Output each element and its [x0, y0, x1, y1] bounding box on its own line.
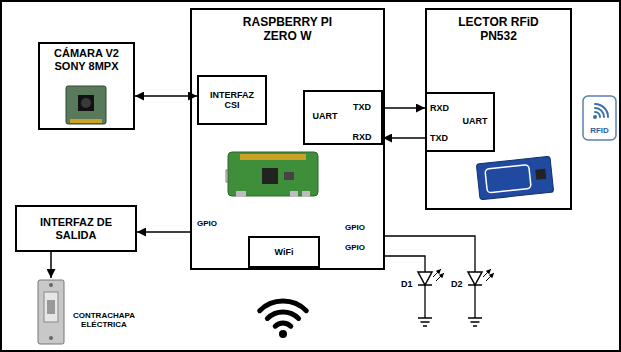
pin-name: GPIO — [345, 243, 379, 252]
camera-box: CÁMARA V2 SONY 8MPX — [38, 42, 135, 130]
connector-arrow — [135, 95, 197, 97]
box-label: TXD — [345, 102, 379, 112]
pn532-chip — [535, 169, 546, 180]
pin-name: GPIO — [345, 223, 379, 232]
box-title: RASPBERRY PI ZERO W — [232, 16, 343, 44]
wifi-symbol-dot — [279, 330, 287, 338]
port — [290, 191, 298, 197]
interface-box: INTERFAZ CSI — [197, 75, 267, 125]
pn532-picture — [476, 156, 553, 200]
box-label: TXD — [430, 133, 460, 143]
screw — [49, 283, 53, 287]
processor-box: RASPBERRY PI ZERO W INTERFAZ CSI UARTTXD RX… — [190, 8, 385, 270]
led-symbol — [468, 272, 482, 285]
icon-label: RFID — [584, 126, 615, 135]
port — [236, 191, 246, 197]
gpio-wire — [385, 256, 425, 272]
camera-lens — [81, 98, 91, 108]
pn532-board — [476, 156, 553, 200]
light-arrow — [436, 273, 444, 281]
box-title: CÁMARA V2 SONY 8MPX — [41, 47, 132, 72]
pin-name: GPIO — [197, 219, 231, 228]
component-ref: D1 — [401, 279, 417, 289]
box-label: RXD — [345, 132, 379, 142]
wifi-symbol — [260, 301, 307, 326]
light-arrow — [483, 269, 491, 277]
part-label: CONTRACHAPA ELÉCTRICA — [68, 311, 140, 329]
pin-header — [240, 154, 306, 160]
pi-board-picture — [228, 152, 318, 196]
led-wire — [474, 285, 475, 318]
reader-box: LECTOR RFiD PN532RXD TXD UART — [425, 8, 572, 210]
box-title: LECTOR RFiD PN532 — [443, 16, 554, 44]
electric-strike-picture — [38, 280, 64, 344]
camera-lens-housing — [78, 95, 94, 111]
led-wire — [424, 285, 425, 318]
uart-box: RXD TXD UART — [425, 92, 495, 152]
strike-latch — [47, 300, 55, 314]
gpio-wire — [385, 236, 475, 272]
box-label: INTERFAZ CSI — [204, 90, 260, 111]
connector-arrow — [137, 231, 190, 233]
output-interface-box: INTERFAZ DE SALIDA — [15, 205, 137, 252]
ground-symbol — [418, 318, 432, 326]
led-symbol — [418, 272, 432, 285]
wifi-chip — [284, 172, 294, 180]
rfid-icon-waves — [595, 104, 608, 117]
port — [302, 191, 310, 197]
strike-faceplate — [44, 292, 58, 322]
camera-connector — [70, 119, 102, 123]
connector-arrow — [383, 137, 425, 139]
connector-arrow — [383, 107, 425, 109]
component-ref: D2 — [451, 279, 467, 289]
box-label: UART — [307, 111, 343, 121]
box-label: RXD — [430, 103, 460, 113]
light-arrow — [486, 273, 494, 281]
processor-chip — [262, 168, 278, 184]
box-label: WiFi — [275, 247, 294, 257]
uart-box: UARTTXD RXD — [303, 90, 383, 145]
ground-symbol — [468, 318, 482, 326]
screw — [49, 336, 53, 340]
camera-picture — [66, 86, 106, 124]
light-arrow — [433, 269, 441, 277]
leader-arrow — [50, 252, 52, 278]
antenna-coil — [485, 164, 531, 192]
wifi-box: WiFi — [248, 236, 320, 268]
rfid-icon-dot — [593, 115, 597, 119]
rfid-icon — [583, 96, 616, 140]
box-label: INTERFAZ DE SALIDA — [22, 216, 130, 241]
box-label: UART — [459, 116, 491, 126]
